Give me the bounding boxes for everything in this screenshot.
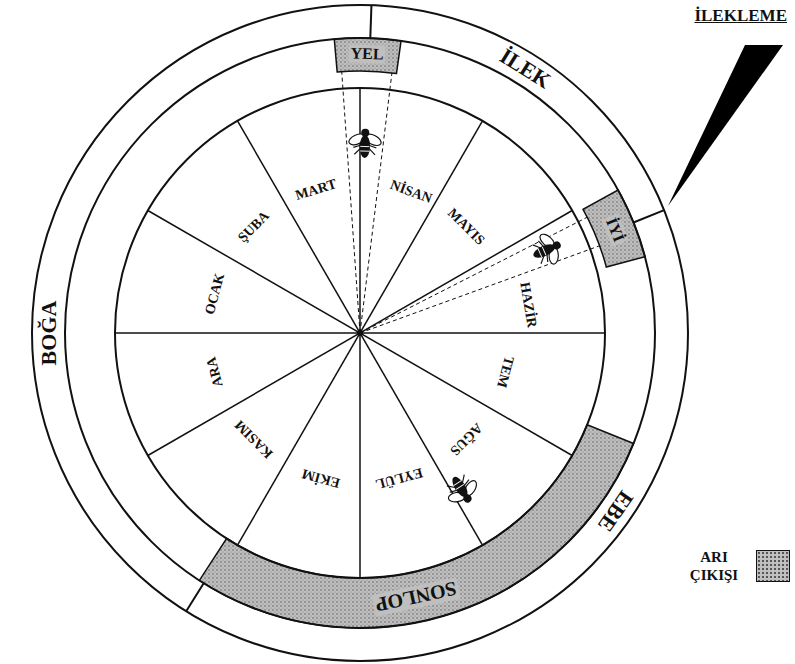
shade-dots	[334, 38, 401, 74]
bee-icon	[439, 468, 485, 512]
center-dot	[357, 330, 363, 336]
node-label: OCAK	[202, 270, 229, 318]
ring-segment: EBE	[590, 483, 640, 539]
ring-divider	[634, 210, 665, 222]
shaded-region	[334, 38, 401, 74]
node-label: HAZİR	[516, 279, 539, 331]
ring-circle	[32, 5, 688, 661]
month-sector: OCAK	[201, 269, 229, 320]
node-label: BOĞA	[37, 299, 61, 368]
month-sector: ŞUBA	[233, 206, 275, 248]
wheel-lines	[32, 5, 688, 661]
node-label: TEM	[493, 352, 517, 391]
month-sector: HAZİR	[515, 278, 539, 332]
node-label: SONLOP	[372, 577, 461, 616]
dashed-guide	[342, 72, 360, 333]
bee-stripe	[456, 484, 464, 489]
month-divider	[148, 211, 572, 456]
bee-body	[359, 135, 370, 158]
ring-divider	[370, 5, 371, 38]
shaded-band: SONLOP	[370, 577, 462, 617]
shaded-box: YEL	[348, 45, 387, 64]
bee-leg	[354, 149, 360, 155]
node-label: NİSAN	[386, 177, 436, 208]
node-label: EKİM	[298, 465, 343, 491]
node-label: İYİ	[602, 214, 629, 247]
bee-head	[361, 129, 369, 137]
node-label: MAYIS	[443, 204, 489, 250]
node-label: AĞUS	[445, 418, 486, 459]
shade-fill	[334, 38, 401, 74]
node-label: EBE	[591, 485, 638, 538]
pointer-wedge	[668, 45, 783, 206]
month-sector: ARA	[203, 352, 228, 392]
node-label: KASIM	[230, 415, 277, 462]
node-label: ŞUBA	[234, 207, 274, 247]
node-label: MART	[292, 175, 341, 203]
bee-stripe	[454, 481, 462, 486]
stage-label: İLEKLEME	[694, 6, 787, 26]
bee-stripe	[360, 150, 369, 151]
node-label: YEL	[349, 45, 386, 64]
month-sector: EYLÜL	[370, 463, 427, 493]
bee-head	[551, 240, 562, 251]
ring-segment: BOĞA	[37, 298, 62, 369]
legend-swatch	[756, 550, 790, 582]
month-divider	[238, 121, 483, 545]
ring-segment: İLEK	[492, 42, 558, 96]
month-sector: AĞUS	[444, 417, 487, 460]
node-label: İLEK	[493, 43, 556, 95]
ring-circle	[65, 38, 655, 628]
ring-circle	[115, 88, 605, 578]
month-sector: TEM	[492, 351, 517, 392]
bee-leg	[353, 145, 360, 147]
bee-icon	[526, 228, 567, 272]
ring-divider	[186, 583, 203, 611]
bee-stripe	[538, 249, 542, 257]
month-sector: KASIM	[229, 414, 278, 463]
legend-text: ARI ÇIKIŞI	[676, 548, 752, 584]
month-sector: NİSAN	[385, 176, 437, 208]
bee-head	[462, 493, 473, 504]
bee-stripe	[360, 146, 369, 147]
bee-icons	[347, 128, 568, 511]
node-label: ARA	[203, 353, 227, 390]
bee-leg	[369, 149, 375, 155]
shaded-box: İYİ	[601, 212, 629, 247]
dashed-guide	[360, 73, 392, 333]
month-sector: MAYIS	[442, 203, 490, 251]
bee-icon	[347, 128, 383, 158]
month-sector: MART	[290, 175, 342, 205]
bee-stripe	[542, 247, 546, 255]
month-sector: EKİM	[297, 464, 345, 491]
node-label: EYLÜL	[372, 464, 426, 492]
dashed-guide	[360, 246, 600, 333]
